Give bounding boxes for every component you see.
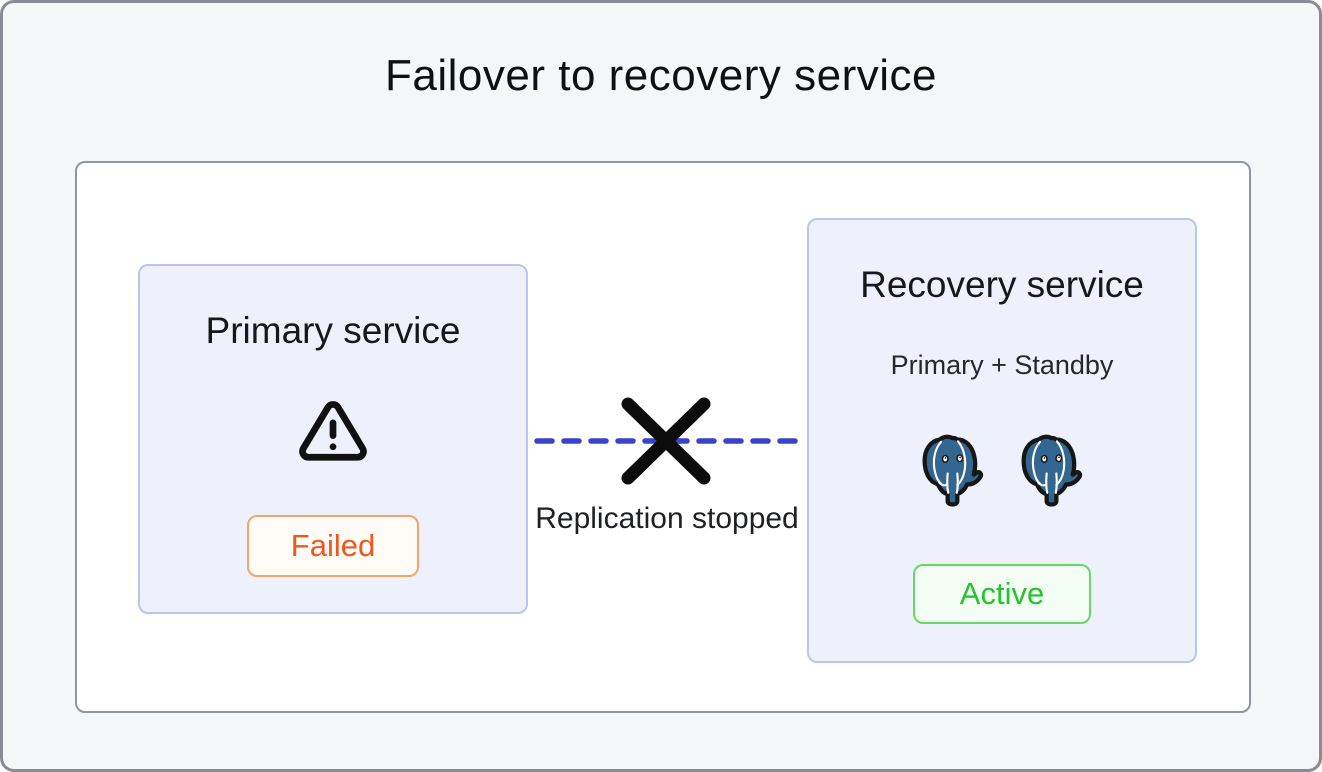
active-status-badge: Active bbox=[913, 564, 1091, 624]
database-icons-row bbox=[809, 433, 1195, 514]
postgres-icon bbox=[921, 433, 984, 514]
replication-link-line bbox=[534, 397, 810, 485]
failed-status-badge: Failed bbox=[247, 515, 419, 577]
warning-triangle-icon bbox=[295, 396, 371, 471]
primary-service-box: Primary service Failed bbox=[138, 264, 528, 614]
postgres-icon bbox=[1020, 433, 1083, 514]
recovery-service-subtitle: Primary + Standby bbox=[890, 350, 1114, 380]
replication-stopped-label: Replication stopped bbox=[535, 502, 799, 535]
primary-service-title: Primary service bbox=[205, 310, 461, 351]
x-cross-icon bbox=[621, 397, 711, 485]
page-title: Failover to recovery service bbox=[385, 51, 937, 100]
diagram-stage: Primary service Failed Replication st bbox=[75, 161, 1251, 713]
recovery-service-box: Recovery service Primary + Standby bbox=[807, 218, 1197, 663]
recovery-service-title: Recovery service bbox=[860, 264, 1144, 305]
